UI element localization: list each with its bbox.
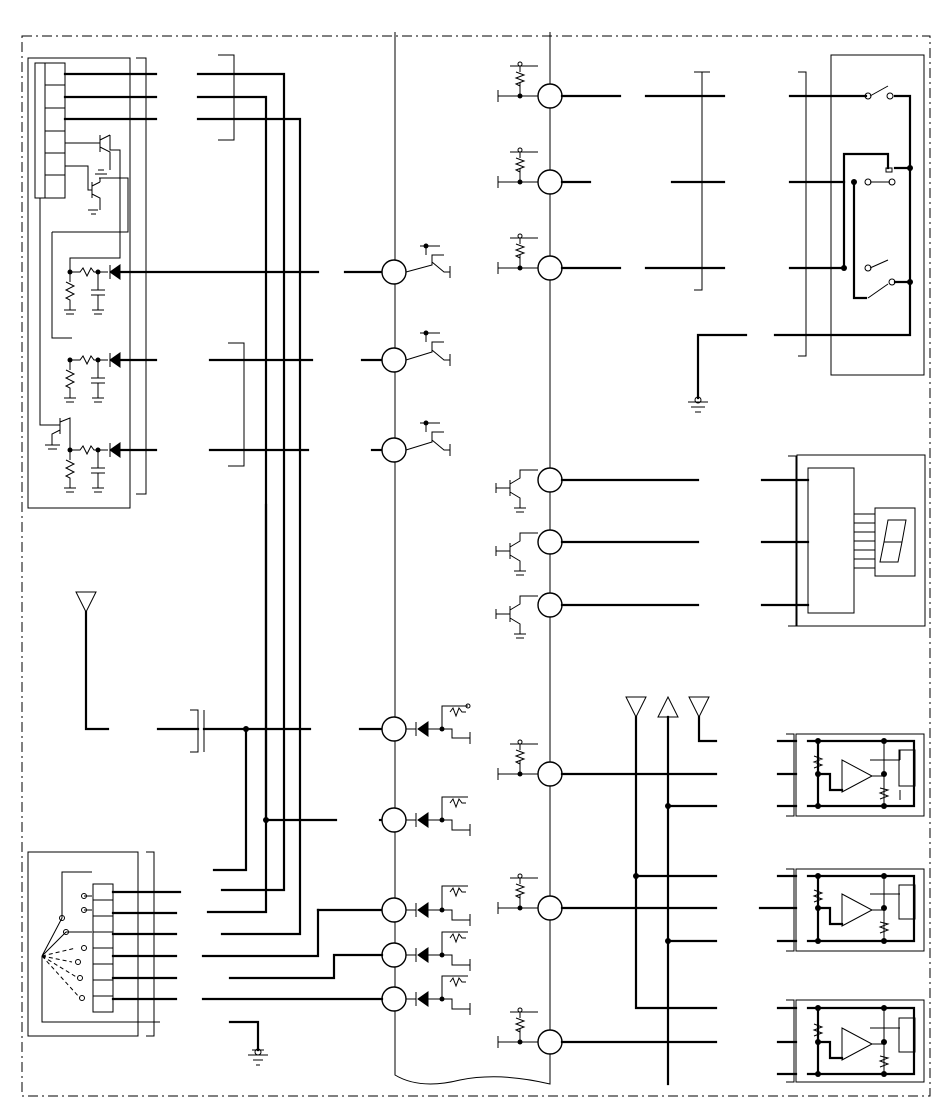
pin-l3 [381,437,407,463]
pin-l1 [381,259,407,285]
lower-right-circuits [497,695,925,1086]
pin-l2 [381,347,407,373]
control-unit-right-pins-top [497,61,622,281]
left-sensor-module [27,57,147,509]
sensor-module-3 [776,999,925,1083]
module-boundary-dashed [21,35,931,1097]
control-unit-lower-left-pins [316,703,471,1015]
bottom-left-switch-module [27,851,384,1066]
left-top-wiring [63,54,320,936]
sensor-module-2 [758,868,925,952]
top-right-switch-module [644,54,925,413]
sensor-module-1 [776,733,925,817]
display-module [495,454,926,639]
control-unit-left-pins [343,243,451,463]
left-antenna-circuit [75,503,338,872]
control-unit-outline [394,32,551,1085]
